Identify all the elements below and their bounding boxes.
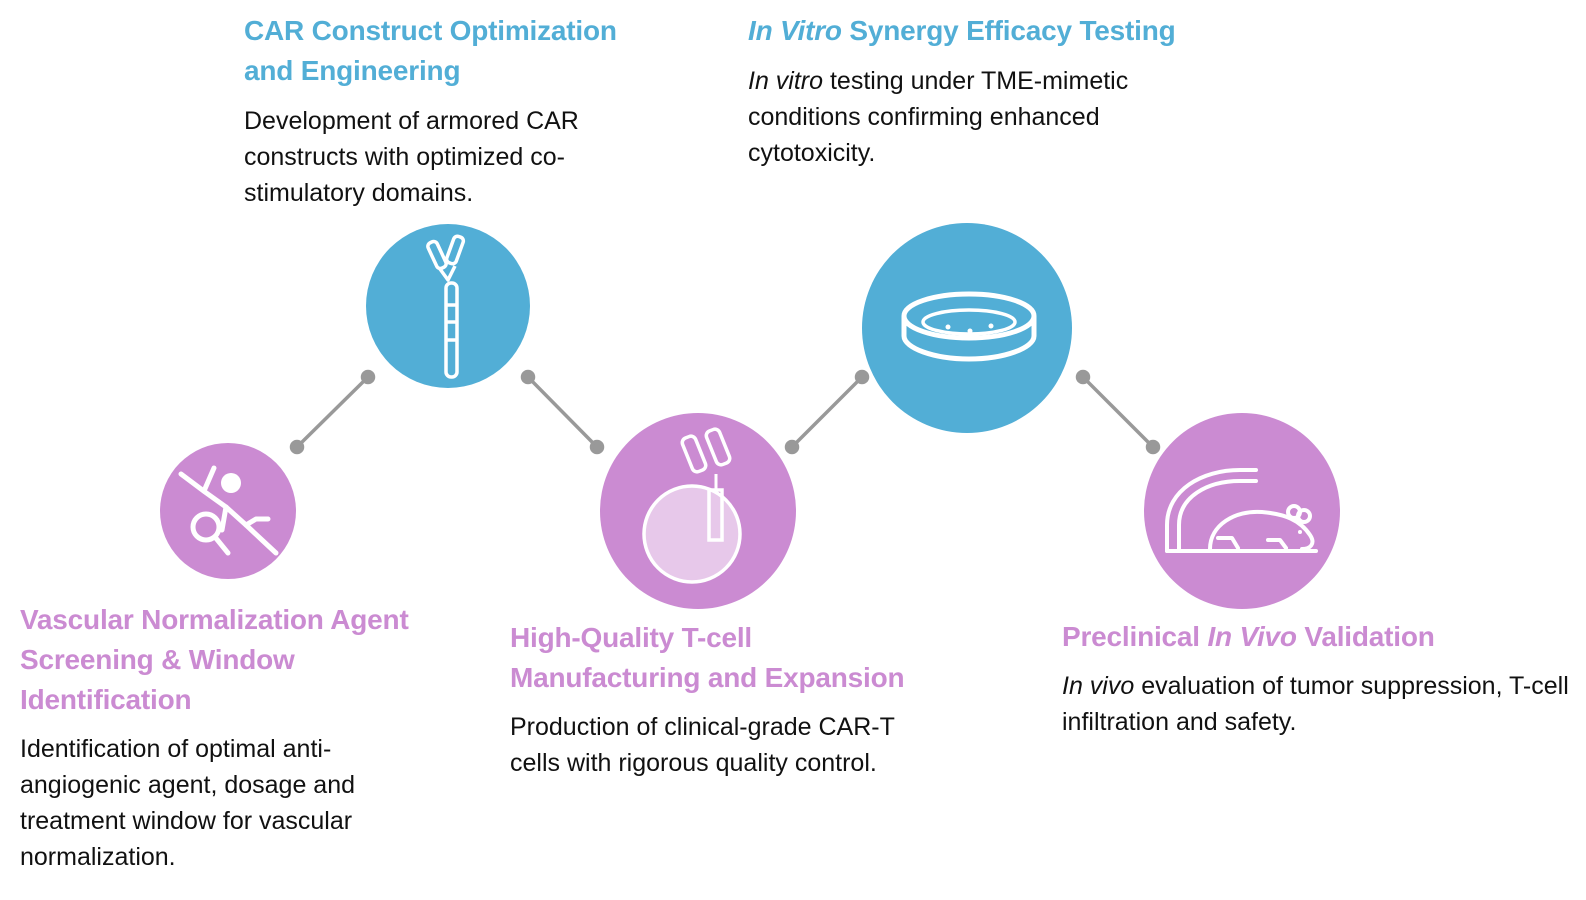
step-in-vivo-title-post: Validation bbox=[1296, 621, 1435, 652]
step-in-vitro-title-rest: Synergy Efficacy Testing bbox=[841, 15, 1176, 46]
step-manufacturing-title: High-Quality T-cell Manufacturing and Ex… bbox=[510, 622, 905, 693]
step-in-vivo-title: Preclinical In Vivo Validation bbox=[1062, 617, 1562, 657]
mouse-icon bbox=[1165, 468, 1318, 553]
connector-1 bbox=[289, 369, 376, 455]
blood-vessel-magnifier-icon bbox=[178, 465, 279, 556]
node-vascular bbox=[160, 443, 296, 579]
step-in-vitro-title: In Vitro Synergy Efficacy Testing bbox=[748, 11, 1248, 51]
step-vascular-description: Identification of optimal anti-angiogeni… bbox=[20, 735, 356, 871]
step-in-vitro-description: In vitro testing under TME-mimetic condi… bbox=[748, 63, 1178, 171]
t-cell-icon bbox=[642, 427, 742, 584]
node-manufacturing bbox=[600, 413, 796, 609]
step-in-vivo-description: In vivo evaluation of tumor suppression,… bbox=[1062, 668, 1572, 740]
node-in-vitro bbox=[862, 223, 1072, 433]
step-in-vivo-desc-rest: evaluation of tumor suppression, T-cell … bbox=[1062, 672, 1569, 736]
node-in-vivo bbox=[1144, 413, 1340, 609]
step-in-vitro-desc-italic: In vitro bbox=[748, 67, 824, 95]
step-in-vivo-desc-italic: In vivo bbox=[1062, 672, 1135, 700]
connector-3 bbox=[784, 369, 870, 455]
step-in-vitro-desc-rest: testing under TME-mimetic conditions con… bbox=[748, 67, 1129, 167]
connector-2 bbox=[520, 369, 605, 455]
car-construct-icon bbox=[426, 234, 466, 379]
step-car-construct-title: CAR Construct Optimization and Engineeri… bbox=[244, 15, 617, 86]
step-car-construct-description: Development of armored CAR constructs wi… bbox=[244, 107, 579, 207]
petri-dish-icon bbox=[901, 291, 1037, 362]
connector-4 bbox=[1075, 369, 1161, 455]
node-car-construct bbox=[366, 224, 530, 388]
step-in-vivo-title-pre: Preclinical bbox=[1062, 621, 1208, 652]
step-vascular-title: Vascular Normalization Agent Screening &… bbox=[20, 604, 409, 715]
step-in-vitro-title-italic: In Vitro bbox=[748, 15, 842, 46]
step-in-vivo-title-italic: In Vivo bbox=[1207, 621, 1297, 652]
step-manufacturing-description: Production of clinical-grade CAR-T cells… bbox=[510, 713, 895, 777]
